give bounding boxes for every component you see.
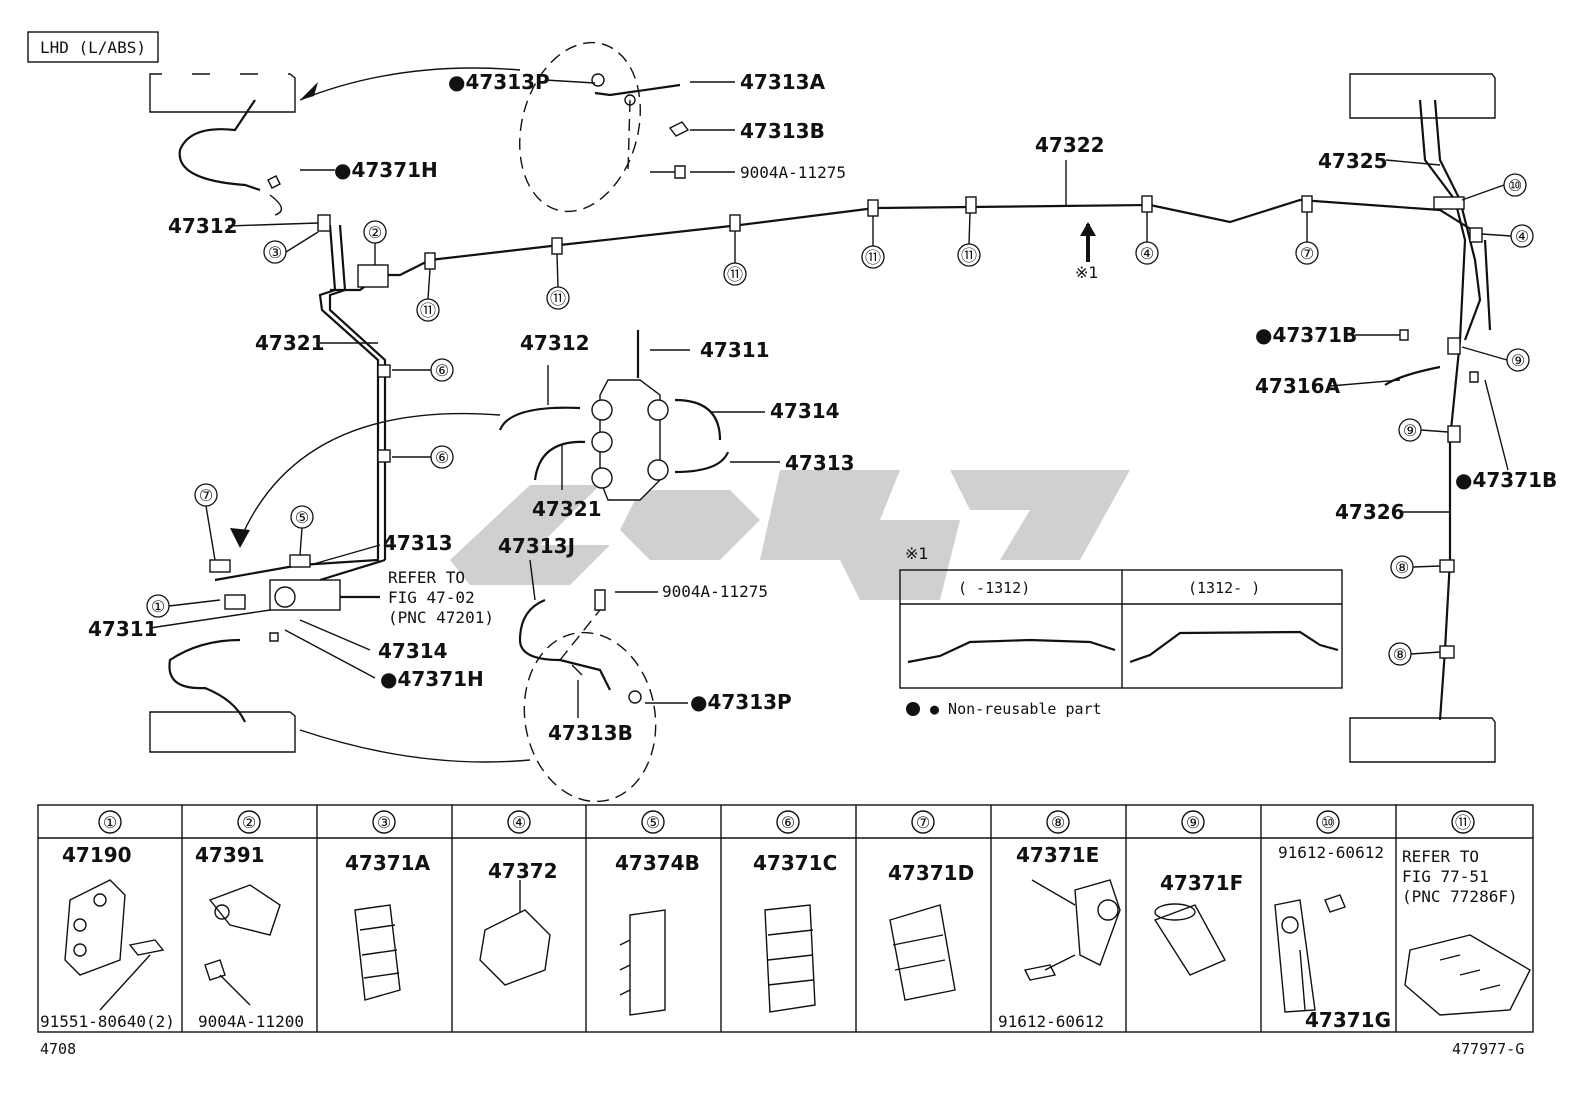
valve-assembly-left	[224, 579, 380, 611]
refer-line-1: REFER TO	[388, 568, 465, 587]
inset-mark: ※1	[905, 544, 929, 563]
table-num-4: ④	[512, 813, 526, 832]
callout-11: ⑪	[865, 248, 881, 267]
table-refer-2: FIG 77-51	[1402, 867, 1489, 886]
table-extra-2: 9004A-11200	[198, 1012, 304, 1031]
table-num-9: ⑨	[1186, 813, 1200, 832]
table-extra-1: 91551-80640(2)	[40, 1012, 175, 1031]
label-47311-left: 47311	[88, 617, 158, 641]
table-extra-10: 91612-60612	[1278, 843, 1384, 862]
label-47312-center: 47312	[520, 331, 590, 355]
callout-11: ⑪	[727, 265, 743, 284]
refer-line-2: FIG 47-02	[388, 588, 475, 607]
callout-circles	[146, 173, 1534, 666]
callout-7: ⑦	[1300, 244, 1314, 263]
label-47313J: 47313J	[498, 534, 575, 558]
label-47313-center: 47313	[785, 451, 855, 475]
table-part-4: 47372	[488, 859, 558, 883]
legend-text: ● Non-reusable part	[930, 700, 1102, 718]
table-part-8: 47371E	[1016, 843, 1099, 867]
callout-6: ⑥	[435, 361, 449, 380]
callout-7: ⑦	[199, 486, 213, 505]
table-part-1: 47190	[62, 843, 132, 867]
label-47316A: 47316A	[1255, 374, 1341, 398]
callout-5: ⑤	[295, 508, 309, 527]
table-part-9: 47371F	[1160, 871, 1243, 895]
table-num-11: ⑪	[1455, 813, 1471, 832]
footer-right: 477977-G	[1452, 1040, 1524, 1058]
table-part-3: 47371A	[345, 851, 431, 875]
label-47313P-bottom: ●47313P	[690, 690, 792, 714]
table-refer-1: REFER TO	[1402, 847, 1479, 866]
inset-left-range: ( -1312)	[958, 579, 1030, 597]
parts-table	[37, 804, 1534, 1033]
refer-line-3: (PNC 47201)	[388, 608, 494, 627]
label-9004A-bottom: 9004A-11275	[662, 582, 768, 601]
label-47311-center: 47311	[700, 338, 770, 362]
callout-6: ⑥	[435, 448, 449, 467]
footer-left: 4708	[40, 1040, 76, 1058]
callout-11: ⑪	[961, 246, 977, 265]
callout-1: ①	[151, 597, 165, 616]
label-47314-left: 47314	[378, 639, 448, 663]
wheel-rear-right	[1349, 717, 1496, 763]
label-47322: 47322	[1035, 133, 1105, 157]
proportioning-valve-detail	[498, 330, 780, 501]
table-num-7: ⑦	[916, 813, 930, 832]
table-extra-8: 91612-60612	[998, 1012, 1104, 1031]
inset-variants: ※1 ( -1312) (1312- )	[899, 544, 1343, 689]
callout-8: ⑧	[1395, 558, 1409, 577]
label-47313B-bottom: 47313B	[548, 721, 633, 745]
part-sketches	[64, 879, 1531, 1016]
label-mark1: ※1	[1075, 263, 1099, 282]
inset-right-range: (1312- )	[1188, 579, 1260, 597]
callout-8: ⑧	[1393, 645, 1407, 664]
label-47314-center: 47314	[770, 399, 840, 423]
table-part-7: 47371D	[888, 861, 974, 885]
table-num-10: ⑩	[1321, 813, 1335, 832]
table-part-6: 47371C	[753, 851, 837, 875]
table-part-2: 47391	[195, 843, 265, 867]
label-47313-left: 47313	[383, 531, 453, 555]
table-num-6: ⑥	[781, 813, 795, 832]
callout-11: ⑪	[420, 301, 436, 320]
label-47325: 47325	[1318, 149, 1388, 173]
wheel-front-right	[1349, 73, 1496, 119]
table-num-5: ⑤	[646, 813, 660, 832]
table-part-10: 47371G	[1305, 1008, 1391, 1032]
callout-3: ③	[268, 243, 282, 262]
wheel-rear-left	[149, 711, 296, 753]
table-num-3: ③	[377, 813, 391, 832]
callout-4: ④	[1140, 244, 1154, 263]
label-9004A-top: 9004A-11275	[740, 163, 846, 182]
callout-9: ⑨	[1403, 421, 1417, 440]
label-47371B-b: ●47371B	[1455, 468, 1557, 492]
table-num-1: ①	[103, 813, 117, 832]
label-47371H-top: ●47371H	[334, 158, 438, 182]
label-47321-center: 47321	[532, 497, 602, 521]
label-47371B-a: ●47371B	[1255, 323, 1357, 347]
table-refer-3: (PNC 77286F)	[1402, 887, 1518, 906]
table-num-2: ②	[242, 813, 256, 832]
callout-9: ⑨	[1511, 351, 1525, 370]
callout-4: ④	[1515, 227, 1529, 246]
watermark-logo	[450, 470, 1130, 600]
callout-11: ⑪	[550, 289, 566, 308]
variant-label: LHD (L/ABS)	[40, 38, 146, 57]
table-part-5: 47374B	[615, 851, 700, 875]
label-47371H-bottom: ●47371H	[380, 667, 484, 691]
label-47326: 47326	[1335, 500, 1405, 524]
callout-10: ⑩	[1508, 176, 1522, 195]
wheel-front-left	[149, 72, 296, 113]
label-47313A: 47313A	[740, 70, 826, 94]
callout-2: ②	[368, 223, 382, 242]
label-47321-left: 47321	[255, 331, 325, 355]
label-47313B-top: 47313B	[740, 119, 825, 143]
label-47313P-top: ●47313P	[448, 70, 550, 94]
label-47312-left: 47312	[168, 214, 238, 238]
table-num-8: ⑧	[1051, 813, 1065, 832]
